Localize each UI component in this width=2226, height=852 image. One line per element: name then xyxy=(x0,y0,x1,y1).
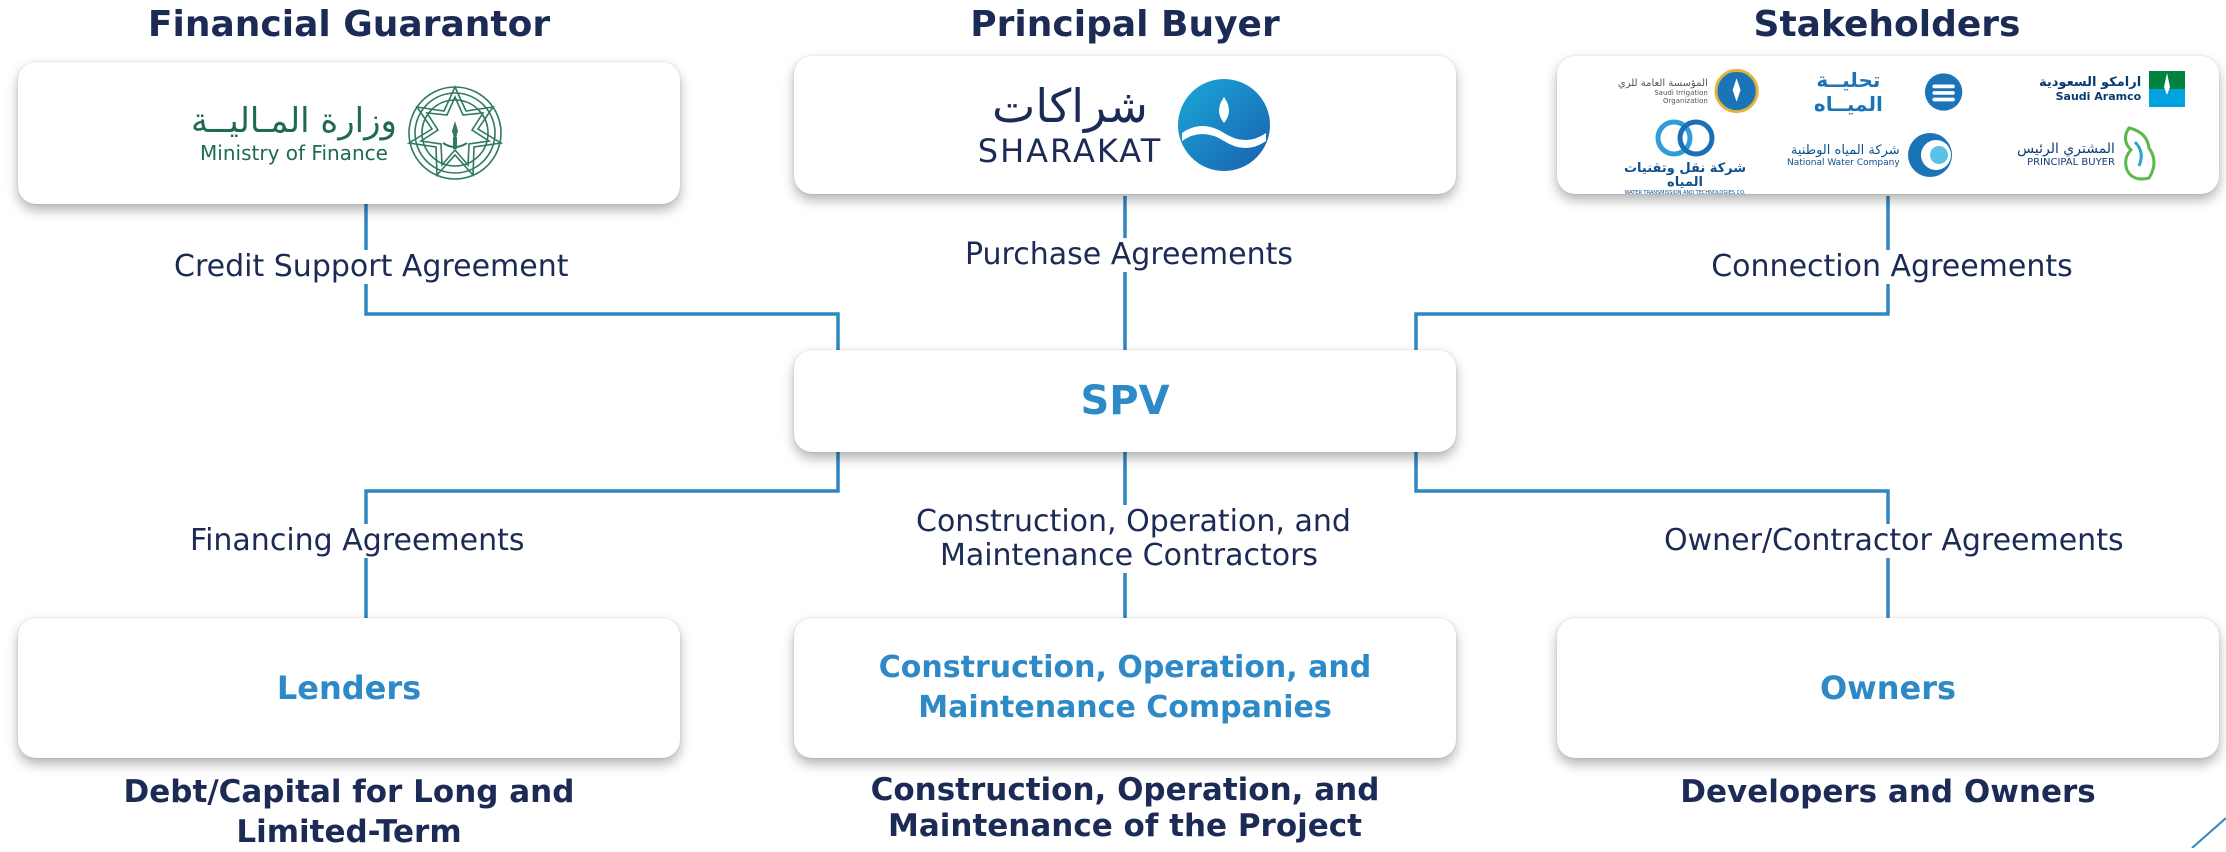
owners-description: Developers and Owners xyxy=(1680,774,2096,810)
national-water-logo: شركة المياه الوطنية National Water Compa… xyxy=(1787,130,1967,180)
owners-label: Owners xyxy=(1819,669,1957,707)
corner-accent xyxy=(2191,817,2226,848)
mof-english-name: Ministry of Finance xyxy=(200,141,388,165)
companies-description-line2: Maintenance of the Project xyxy=(888,808,1362,844)
lenders-box: Lenders xyxy=(18,618,680,758)
connection-agreements-label: Connection Agreements xyxy=(1706,250,2078,284)
financial-guarantor-box: وزارة المـاليــة Ministry of Finance xyxy=(18,62,680,204)
construction-contractors-line2: Maintenance Contractors xyxy=(939,538,1319,573)
national-water-icon xyxy=(1907,133,1952,177)
owners-box: Owners xyxy=(1557,618,2219,758)
irrigation-org-logo: المؤسسة العامة للري Saudi Irrigation Org… xyxy=(1609,66,1759,116)
financing-agreements-label: Financing Agreements xyxy=(186,524,524,558)
lenders-description-line2: Limited-Term xyxy=(236,814,462,850)
buyer-heading: Principal Buyer xyxy=(970,4,1280,45)
credit-support-label: Credit Support Agreement xyxy=(170,250,570,284)
mof-emblem-icon xyxy=(406,85,504,180)
mof-arabic-name: وزارة المـاليــة xyxy=(191,101,397,141)
construction-contractors-label: Construction, Operation, and Maintenance… xyxy=(912,504,1351,573)
sharakat-water-drop-icon xyxy=(1178,79,1271,171)
desalination-icon xyxy=(1924,73,1963,111)
stakeholders-heading: Stakeholders xyxy=(1753,4,2021,45)
stakeholders-box: المؤسسة العامة للري Saudi Irrigation Org… xyxy=(1557,56,2219,196)
companies-label-line2: Maintenance Companies xyxy=(918,690,1332,725)
principal-buyer-map-icon xyxy=(2123,126,2156,181)
water-transmission-logo: شركة نقل وتقنيات المياه WATER TRANSMISSI… xyxy=(1605,118,1765,196)
construction-contractors-line1: Construction, Operation, and xyxy=(916,504,1351,539)
irrigation-emblem-icon xyxy=(1714,68,1759,114)
lenders-label: Lenders xyxy=(276,669,422,707)
lenders-description-line1: Debt/Capital for Long and xyxy=(123,774,575,810)
aramco-star-icon xyxy=(2149,71,2186,107)
aramco-logo: ارامكو السعودية Saudi Aramco xyxy=(2039,64,2189,114)
purchase-agreements-label: Purchase Agreements xyxy=(950,238,1308,272)
companies-description: Construction, Operation, and Maintenance… xyxy=(825,772,1425,844)
owner-contractor-label: Owner/Contractor Agreements xyxy=(1660,524,2124,558)
spv-box: SPV xyxy=(794,350,1456,452)
water-desalination-logo: تحليــة الميــاه xyxy=(1783,68,1963,116)
spv-label: SPV xyxy=(1080,378,1170,424)
principal-buyer-box: شراكات SHARAKAT xyxy=(794,56,1456,194)
companies-box: Construction, Operation, and Maintenance… xyxy=(794,618,1456,758)
water-transmission-rings-icon xyxy=(1655,119,1715,157)
companies-description-line1: Construction, Operation, and xyxy=(870,772,1380,808)
lenders-description: Debt/Capital for Long and Limited-Term xyxy=(49,772,649,852)
guarantor-heading: Financial Guarantor xyxy=(147,4,551,45)
sharakat-arabic-name: شراكات xyxy=(992,79,1148,133)
principal-buyer-logo: المشتري الرئيس PRINCIPAL BUYER xyxy=(2017,126,2187,182)
companies-label-line1: Construction, Operation, and xyxy=(878,650,1372,685)
sharakat-english-name: SHARAKAT xyxy=(977,132,1163,170)
